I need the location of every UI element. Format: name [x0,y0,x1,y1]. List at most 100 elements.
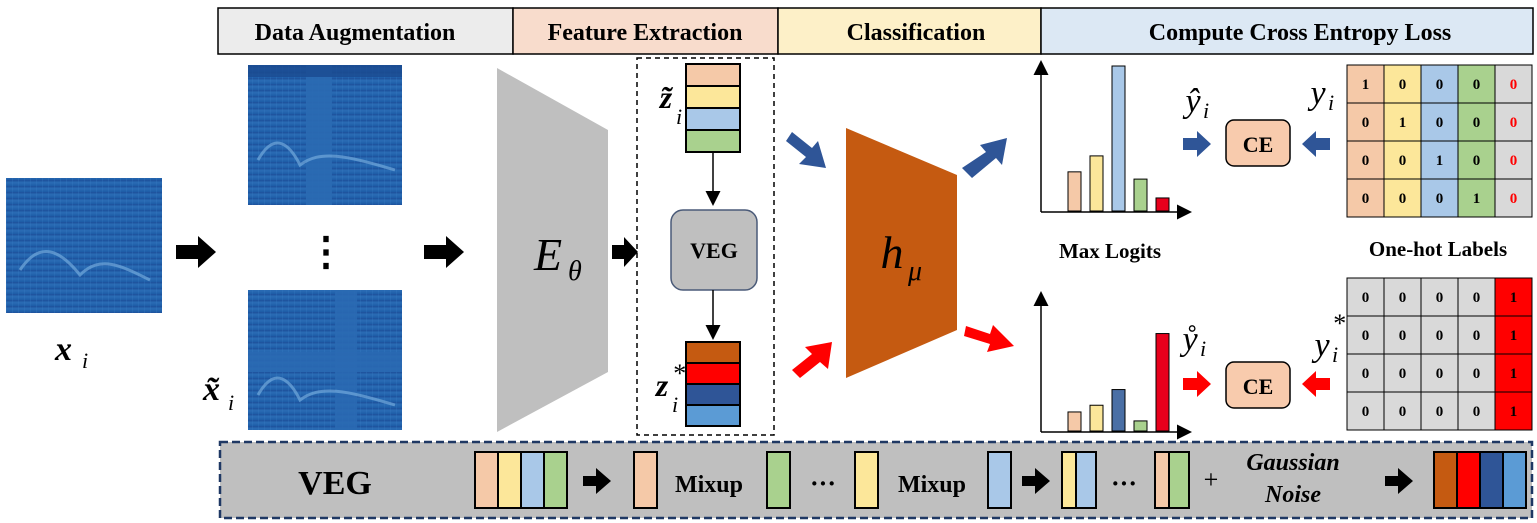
virtual-label-cell-value: 0 [1473,290,1481,306]
input-label-subscript: i [82,348,88,373]
veg-output-stack [1433,451,1527,509]
arrow-top-target-to-ce [1302,131,1330,157]
virtual-label-cell [1457,315,1496,355]
veg-dots-1: ··· [810,469,836,498]
top-pred-label-subscript: i [1203,98,1209,123]
arrow-encoder-to-veg [612,237,638,267]
bottom-ce-label: CE [1243,374,1274,399]
top-logit-bar-3 [1111,65,1126,212]
virtual-feature-label-subscript: i [672,392,678,417]
veg-noise-line2: Noise [1264,482,1321,508]
veg-arrow-2 [1022,468,1050,494]
one-hot-cell-value: 0 [1436,77,1444,93]
bottom-target-label-subscript: i [1332,342,1338,367]
virtual-label-cell-value: 0 [1473,366,1481,382]
augmented-spectrogram-top [248,65,402,205]
veg-mixup-label-2: Mixup [898,472,966,498]
max-logits-caption: Max Logits [1059,239,1161,263]
arrow-bottom-target-to-ce [1302,371,1330,397]
header-section-augmentation [217,7,514,55]
veg-arrow-3 [1385,468,1413,494]
veg-panel-title: VEG [298,465,372,502]
header-section-loss [1040,7,1534,55]
virtual-label-cell [1457,391,1496,431]
header-section-classification [777,7,1042,55]
clean-feature-label: z̃ [659,79,674,115]
veg-plus: + [1204,465,1219,494]
one-hot-cell [1383,64,1422,104]
augmented-ellipsis: ⋮ [306,229,346,274]
arrow-virtual-to-classifier [792,342,832,378]
virtual-feature-label-superscript: * [672,359,685,388]
virtual-label-cell-value: 1 [1510,290,1518,306]
virtual-label-cell [1420,353,1459,393]
one-hot-cell-value: 0 [1473,153,1481,169]
header-label-loss: Compute Cross Entropy Loss [1149,20,1452,46]
virtual-label-cell-value: 0 [1399,328,1407,344]
virtual-feature-vector [685,341,741,427]
veg-input-stack [474,451,568,509]
arrow-classifier-to-bottom-logits [964,325,1014,352]
bottom-logit-bar-4 [1133,420,1148,432]
veg-single-yellow [854,451,879,509]
classifier-trapezoid [846,128,957,378]
one-hot-cell-value: 0 [1436,191,1444,207]
one-hot-cell-value: 0 [1510,77,1518,93]
one-hot-cell-value: 0 [1362,115,1370,131]
one-hot-cell [1420,140,1459,180]
one-hot-cell-value: 0 [1510,153,1518,169]
veg-single-blue [987,451,1012,509]
top-logit-bar-2 [1089,155,1104,212]
veg-mixed-yellow-blue [1061,451,1097,509]
one-hot-cell [1494,178,1533,218]
bottom-pred-label: ẙ [1179,321,1198,358]
one-hot-cell-value: 0 [1510,191,1518,207]
veg-mixup-label-1: Mixup [675,472,743,498]
one-hot-cell-value: 0 [1399,153,1407,169]
one-hot-cell-value: 0 [1473,115,1481,131]
virtual-label-cell [1420,315,1459,355]
arrow-bottom-pred-to-ce [1183,371,1211,397]
top-pred-label: ŷ [1182,83,1201,120]
virtual-label-cell-value: 0 [1399,366,1407,382]
augmented-label-subscript: i [228,390,234,415]
virtual-label-cell-value: 1 [1510,404,1518,420]
virtual-label-cell [1457,353,1496,393]
one-hot-cell [1457,102,1496,142]
virtual-label-cell [1494,277,1533,317]
virtual-label-cell-value: 0 [1436,328,1444,344]
bottom-pred-label-subscript: i [1200,336,1206,361]
one-hot-cell [1457,178,1496,218]
encoder-label-subscript: θ [568,256,582,287]
feature-dashed-box [636,57,775,436]
top-target-label-subscript: i [1328,90,1334,115]
veg-mixed-peach-green [1154,451,1190,509]
top-logit-bars [1067,65,1170,212]
encoder-label: E [533,229,562,280]
veg-module-box [670,209,758,291]
virtual-label-cell [1494,353,1533,393]
virtual-label-cell-value: 0 [1399,404,1407,420]
header-bar: Data Augmentation Feature Extraction Cla… [217,7,1534,55]
input-spectrogram [6,178,162,313]
input-label: x [54,331,72,368]
veg-dots-2: ··· [1111,469,1137,498]
arrow-input-to-augment [176,236,216,268]
top-target-label: y [1307,75,1326,112]
one-hot-cell [1420,64,1459,104]
header-label-augmentation: Data Augmentation [255,20,456,46]
one-hot-cell-value: 0 [1436,115,1444,131]
one-hot-cell [1346,140,1385,180]
one-hot-cell [1383,178,1422,218]
one-hot-cell [1494,102,1533,142]
virtual-label-cell [1420,391,1459,431]
one-hot-cell [1494,64,1533,104]
classifier-label: h [881,227,904,278]
one-hot-cell-value: 0 [1362,153,1370,169]
top-logit-bar-4 [1133,178,1148,212]
top-logit-bar-5 [1155,197,1170,212]
one-hot-cell-value: 0 [1399,191,1407,207]
bottom-target-label: y [1311,327,1330,364]
